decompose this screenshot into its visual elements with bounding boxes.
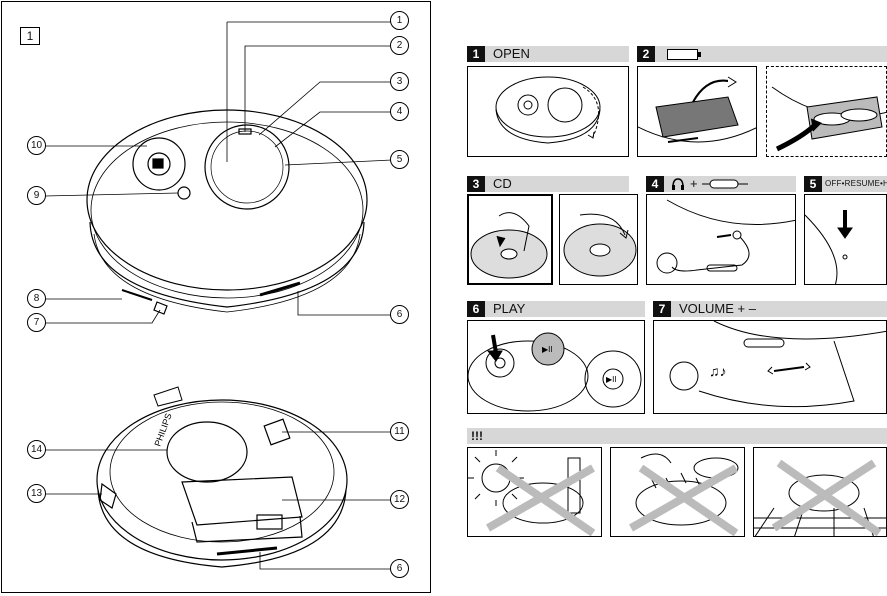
callout-7: 7	[27, 313, 46, 332]
svg-text:▶II: ▶II	[542, 345, 553, 354]
warning-label: !!!	[471, 429, 483, 443]
bottom-plate	[166, 421, 248, 483]
step-4-header: 4 +	[646, 176, 796, 192]
battery-door	[181, 476, 303, 526]
warning-water-illustration	[610, 447, 745, 537]
step-3-header: 3 CD	[467, 176, 629, 192]
callout-14: 14	[27, 440, 46, 459]
step-6-label: PLAY	[493, 301, 526, 316]
step-1-number: 1	[467, 46, 485, 62]
step-6-illustration: ▶II ▶II	[467, 320, 645, 414]
battery-icon	[667, 49, 701, 60]
step-5-number: 5	[804, 176, 822, 192]
callout-10: 10	[27, 136, 46, 155]
callout-8: 8	[27, 289, 46, 308]
step-3-number: 3	[467, 176, 485, 192]
svg-text:♫♪: ♫♪	[709, 363, 727, 379]
step-4-number: 4	[646, 176, 664, 192]
callout-5: 5	[390, 150, 409, 169]
step-3a-illustration	[467, 194, 553, 285]
step-5-label: OFF•RESUME•HOLD	[825, 179, 887, 188]
product-overview-panel: 1	[1, 1, 431, 593]
step-2b-illustration	[766, 66, 887, 157]
control-pad	[132, 137, 186, 191]
step-1-header: 1 OPEN	[467, 46, 629, 62]
svg-text:▶II: ▶II	[606, 375, 617, 384]
remote-cable-icon	[702, 179, 748, 189]
step-6-number: 6	[467, 301, 485, 317]
step-5-illustration	[804, 194, 887, 285]
step-5-header: 5 OFF•RESUME•HOLD	[804, 176, 887, 192]
cd-lid-window	[204, 124, 290, 210]
step-7-number: 7	[653, 301, 671, 317]
callout-4: 4	[390, 102, 409, 121]
warning-heat-illustration	[467, 447, 602, 537]
step-3-label: CD	[493, 176, 512, 191]
step-2-number: 2	[637, 46, 655, 62]
warning-floor-illustration	[753, 447, 887, 537]
figure-number: 1	[20, 27, 40, 45]
step-6-header: 6 PLAY	[467, 301, 645, 317]
step-4-illustration	[646, 194, 796, 285]
warning-header: !!!	[467, 428, 887, 444]
headphones-icon	[672, 178, 684, 190]
step-3b-illustration	[559, 194, 638, 285]
step-7-label: VOLUME + –	[679, 301, 756, 316]
callout-11: 11	[390, 422, 409, 441]
step-1-illustration	[467, 66, 629, 157]
callout-1: 1	[390, 11, 409, 30]
callout-3: 3	[390, 72, 409, 91]
callout-13: 13	[27, 484, 46, 503]
player-diagram: PHILIPS	[44, 21, 393, 570]
step-2a-illustration	[637, 66, 757, 157]
step-7-illustration: ♫♪	[653, 320, 887, 414]
callout-6: 6	[390, 305, 409, 324]
callout-12: 12	[390, 490, 409, 509]
step-2-header: 2	[637, 46, 887, 62]
step-7-header: 7 VOLUME + –	[653, 301, 887, 317]
callout-6-bottom: 6	[390, 559, 409, 578]
step-1-label: OPEN	[493, 46, 530, 61]
step-4-label: +	[690, 176, 698, 191]
svg-text:PHILIPS: PHILIPS	[152, 412, 173, 448]
callout-9: 9	[27, 186, 46, 205]
lid-open-button	[177, 186, 191, 200]
player-bottom-body	[96, 399, 348, 561]
callout-2: 2	[390, 36, 409, 55]
